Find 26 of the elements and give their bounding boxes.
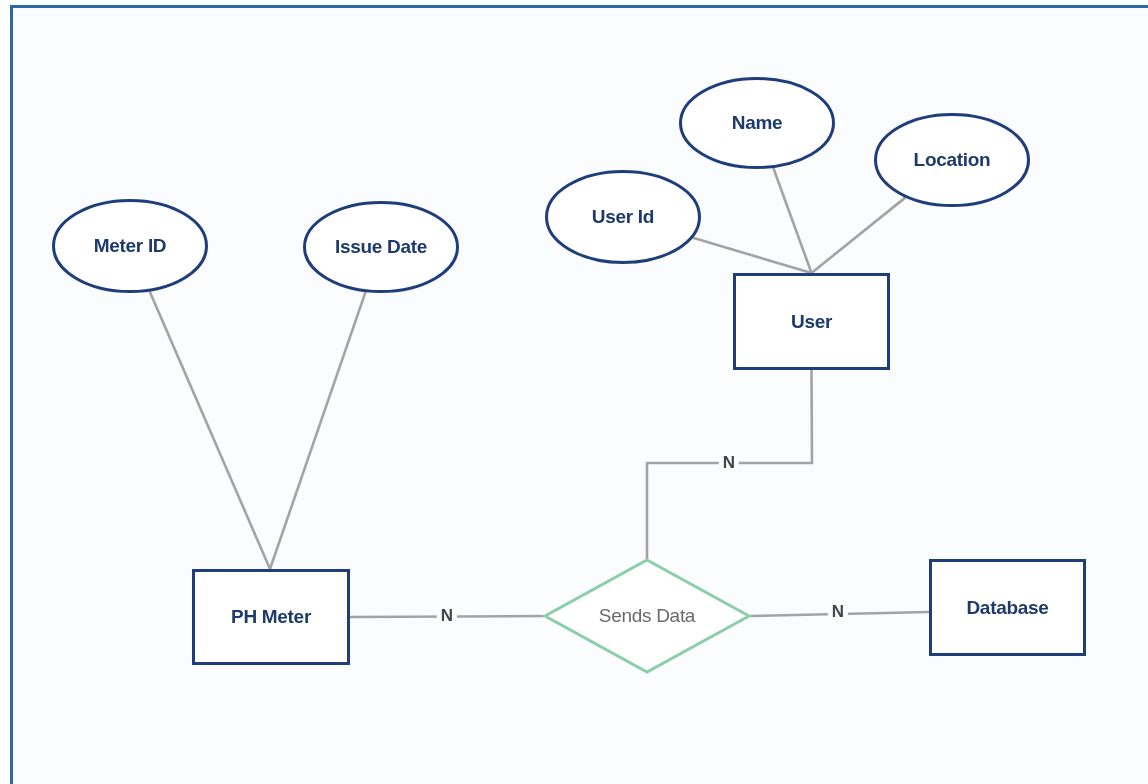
- attribute-ellipse: [52, 199, 208, 293]
- entity-name: PH Meter: [231, 606, 311, 628]
- connector-line: [810, 196, 907, 274]
- entity-name: Database: [966, 596, 1049, 619]
- connector-line: [645, 370, 814, 559]
- entity-name: User: [790, 310, 833, 333]
- attribute-name: Name: [731, 112, 783, 134]
- relationship-name: Sends Data: [598, 605, 696, 627]
- attribute-name: User Id: [591, 206, 655, 228]
- relationship-diamond: [544, 559, 750, 673]
- attribute-ellipse: [545, 170, 701, 264]
- attribute-ellipse: [874, 113, 1030, 207]
- entity-box: [733, 273, 890, 370]
- entity-box: [192, 569, 350, 665]
- connector-line: [772, 167, 813, 274]
- connector-line: [692, 236, 812, 275]
- attribute-ellipse: [679, 77, 835, 169]
- attribute-name: Location: [913, 149, 991, 171]
- attribute-ellipse: [303, 201, 459, 293]
- connector-line: [350, 614, 544, 619]
- connector-line: [148, 290, 272, 570]
- connector-line: [749, 610, 930, 618]
- attribute-name: Meter ID: [93, 235, 167, 257]
- attribute-name: Issue Date: [334, 236, 427, 258]
- connector-line: [268, 291, 367, 570]
- entity-box: [929, 559, 1086, 656]
